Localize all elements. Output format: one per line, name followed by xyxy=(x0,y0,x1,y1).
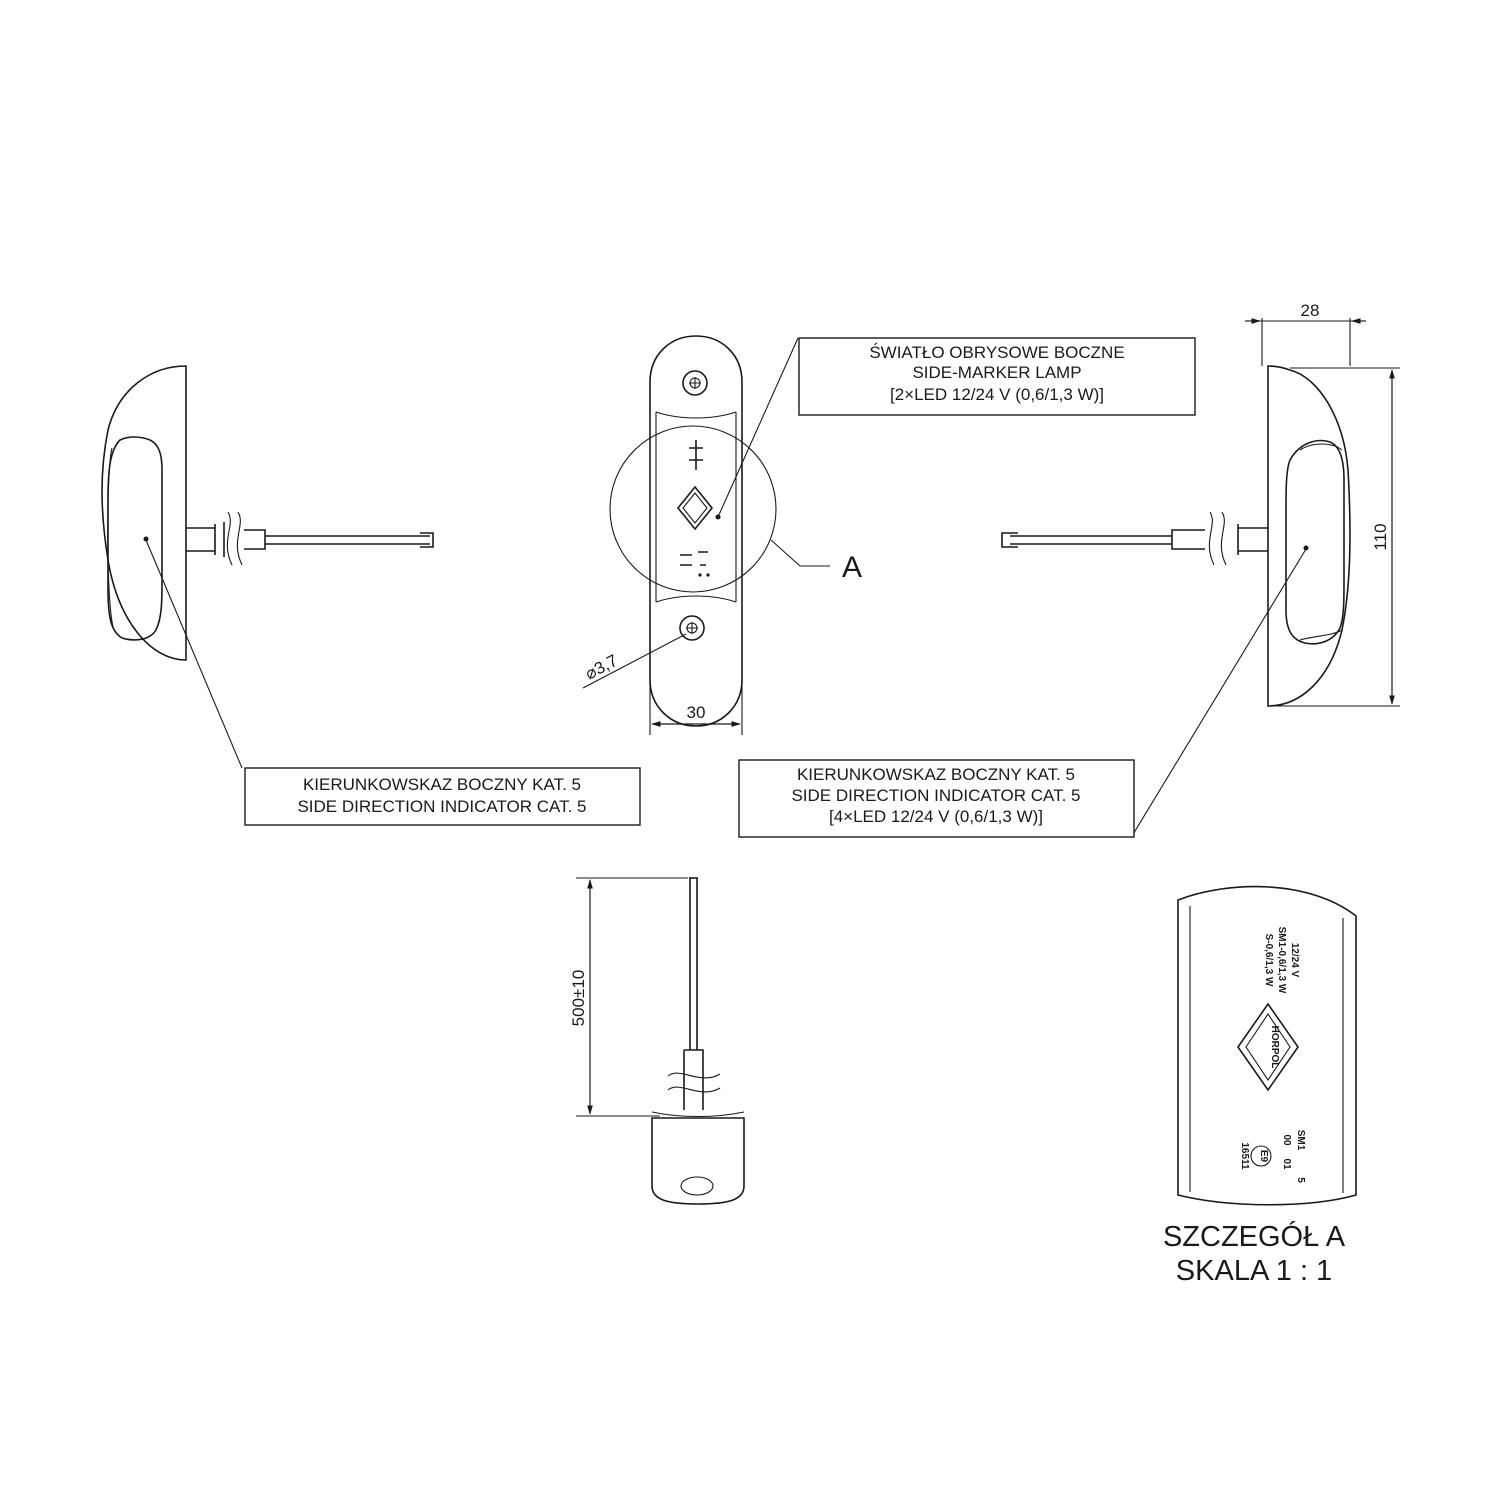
depth-dimension: 28 xyxy=(1301,301,1320,320)
front-view xyxy=(582,335,830,735)
detail-code4: 01 xyxy=(1281,1158,1292,1170)
marker-lamp-line2: SIDE-MARKER LAMP xyxy=(912,363,1081,382)
indicator-right-line3: [4×LED 12/24 V (0,6/1,3 W)] xyxy=(829,807,1043,826)
marker-lamp-line1: ŚWIATŁO OBRYSOWE BOCZNE xyxy=(869,343,1124,362)
indicator-right-line2: SIDE DIRECTION INDICATOR CAT. 5 xyxy=(791,786,1080,805)
indicator-left-line2: SIDE DIRECTION INDICATOR CAT. 5 xyxy=(297,797,586,816)
detail-rating2: S-0,6/1,3 W xyxy=(1263,934,1274,987)
detail-approval: E9 xyxy=(1258,1150,1269,1163)
cable-length-dimension: 500±10 xyxy=(569,970,588,1027)
detail-rating1: SM1-0,6/1,3 W xyxy=(1276,927,1287,994)
right-side-view xyxy=(1001,318,1400,837)
detail-code2: 5 xyxy=(1295,1177,1306,1183)
width-dimension: 30 xyxy=(687,703,706,722)
marker-lamp-label-box xyxy=(798,337,1196,416)
detail-number: 16511 xyxy=(1239,1142,1250,1170)
detail-code1: SM1 xyxy=(1295,1130,1306,1151)
indicator-left-label-box xyxy=(244,767,641,826)
detail-marker-a: A xyxy=(842,551,862,584)
detail-code3: 00 xyxy=(1281,1134,1292,1146)
indicator-right-label-box xyxy=(738,759,1135,838)
detail-brand: HORPOL xyxy=(1269,1026,1280,1069)
indicator-right-line1: KIERUNKOWSKAZ BOCZNY KAT. 5 xyxy=(797,765,1075,784)
detail-voltage: 12/24 V xyxy=(1289,943,1300,978)
detail-scale: SKALA 1 : 1 xyxy=(1176,1255,1332,1287)
left-side-view xyxy=(101,365,434,769)
indicator-left-line1: KIERUNKOWSKAZ BOCZNY KAT. 5 xyxy=(303,775,581,794)
height-dimension: 110 xyxy=(1371,523,1390,550)
detail-title: SZCZEGÓŁ A xyxy=(1163,1220,1346,1253)
bottom-view xyxy=(576,877,745,1205)
detail-a-view xyxy=(1177,885,1357,1206)
marker-lamp-line3: [2×LED 12/24 V (0,6/1,3 W)] xyxy=(890,385,1104,404)
